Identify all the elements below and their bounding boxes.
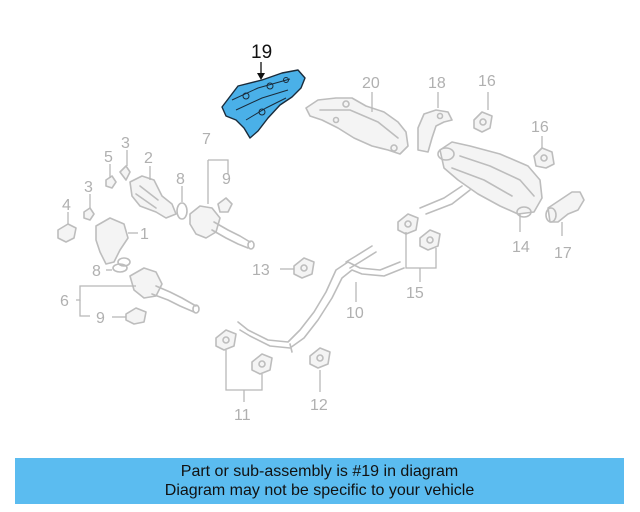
- part-16-hanger-upper[interactable]: [473, 111, 493, 133]
- info-banner: Part or sub-assembly is #19 in diagram D…: [15, 458, 624, 504]
- exhaust-parts-diagram: 19 20 18 16 16 14 17 15 10 13 12 11 7 9 …: [57, 42, 585, 424]
- part-7-front-pipe[interactable]: [189, 205, 255, 250]
- part-2-catalytic-converter[interactable]: [129, 175, 177, 219]
- callout-9-upper[interactable]: 9: [222, 171, 231, 188]
- callout-12[interactable]: 12: [310, 397, 328, 414]
- banner-line-2: Diagram may not be specific to your vehi…: [164, 482, 475, 499]
- part-6-front-pipe[interactable]: [129, 267, 200, 314]
- part-5-sensor[interactable]: [105, 175, 117, 189]
- callout-14[interactable]: 14: [512, 239, 530, 256]
- part-9-gasket-lower[interactable]: [125, 307, 147, 325]
- callout-19[interactable]: 19: [251, 42, 272, 63]
- part-13-clamp[interactable]: [293, 257, 315, 279]
- part-9-gasket-upper[interactable]: [217, 197, 233, 213]
- part-1-converter[interactable]: [95, 217, 131, 267]
- callout-16-right[interactable]: 16: [531, 119, 549, 136]
- part-10-intermediate-pipe[interactable]: [237, 245, 405, 353]
- callout-16-upper[interactable]: 16: [478, 73, 496, 90]
- part-20-heat-shield[interactable]: [305, 97, 409, 155]
- callout-7[interactable]: 7: [202, 131, 211, 148]
- callout-17[interactable]: 17: [554, 245, 572, 262]
- part-4-bracket[interactable]: [57, 223, 77, 243]
- callout-18[interactable]: 18: [428, 75, 446, 92]
- part-11-clamps[interactable]: [215, 329, 273, 375]
- callout-8-lower[interactable]: 8: [92, 263, 101, 280]
- callout-4[interactable]: 4: [62, 197, 71, 214]
- part-15-clamps[interactable]: [397, 213, 441, 251]
- part-8-gasket-lower[interactable]: [112, 263, 128, 273]
- callout-9-lower[interactable]: 9: [96, 310, 105, 327]
- callout-6[interactable]: 6: [60, 293, 69, 310]
- part-8-gasket-upper[interactable]: [176, 202, 188, 220]
- callout-20[interactable]: 20: [362, 75, 380, 92]
- part-14-muffler[interactable]: [419, 141, 543, 218]
- callout-2[interactable]: 2: [144, 150, 153, 167]
- callout-5[interactable]: 5: [104, 149, 113, 166]
- part-19-heat-shield[interactable]: [221, 69, 306, 139]
- part-3-sensor-lower[interactable]: [83, 207, 95, 221]
- callout-3-lower[interactable]: 3: [84, 179, 93, 196]
- part-18-bracket[interactable]: [417, 109, 453, 153]
- part-3-sensor-upper[interactable]: [119, 165, 131, 181]
- callout-1[interactable]: 1: [140, 226, 149, 243]
- part-17-tailpipe-tip[interactable]: [545, 191, 585, 223]
- part-16-hanger-right[interactable]: [533, 147, 555, 169]
- callout-11[interactable]: 11: [234, 407, 251, 424]
- part-12-hanger[interactable]: [309, 347, 331, 369]
- banner-line-1: Part or sub-assembly is #19 in diagram: [180, 463, 459, 480]
- callout-13[interactable]: 13: [252, 262, 270, 279]
- callout-15[interactable]: 15: [406, 285, 424, 302]
- callout-8-upper[interactable]: 8: [176, 171, 185, 188]
- callout-3-upper[interactable]: 3: [121, 135, 130, 152]
- callout-10[interactable]: 10: [346, 305, 364, 322]
